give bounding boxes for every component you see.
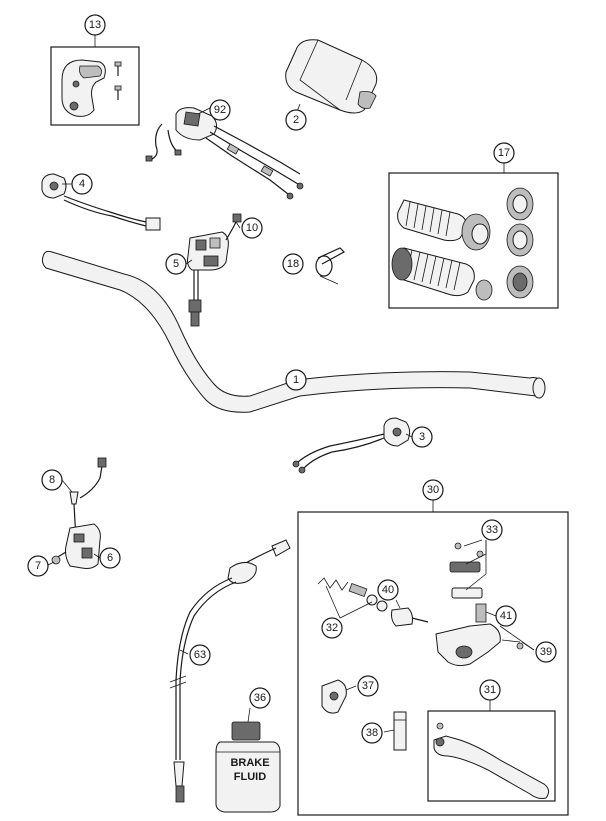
clutch-sensor-assembly <box>51 457 107 569</box>
callout-40: 40 <box>377 579 399 601</box>
callout-1: 1 <box>285 369 307 391</box>
callout-7: 7 <box>27 555 49 577</box>
callout-30: 30 <box>422 479 444 501</box>
svg-text:7: 7 <box>35 560 41 572</box>
svg-text:32: 32 <box>326 622 338 634</box>
brake-fluid-bottle: BRAKE FLUID <box>215 721 281 813</box>
callout-3: 3 <box>411 426 433 448</box>
kill-switch-left <box>41 173 161 231</box>
svg-text:5: 5 <box>173 258 179 270</box>
callout-31: 31 <box>479 679 501 701</box>
group-box-30 <box>297 511 569 816</box>
handlebar <box>41 250 546 413</box>
callout-32: 32 <box>321 617 343 639</box>
switch-block <box>187 213 242 327</box>
throttle-housing <box>145 107 304 200</box>
bottle-label-line1: BRAKE <box>230 757 269 769</box>
svg-text:31: 31 <box>484 684 496 696</box>
callout-8: 8 <box>41 469 63 491</box>
callout-2: 2 <box>285 109 307 131</box>
callout-18: 18 <box>282 253 304 275</box>
svg-text:18: 18 <box>287 258 299 270</box>
handlebar-pad <box>285 39 378 114</box>
callout-33: 33 <box>481 519 503 541</box>
cable-tie <box>315 247 345 285</box>
svg-text:38: 38 <box>366 727 378 739</box>
grip-set <box>391 187 534 301</box>
callout-41: 41 <box>495 605 517 627</box>
handlebar-clamp <box>61 59 122 117</box>
kill-switch-right <box>292 417 411 474</box>
svg-text:4: 4 <box>79 178 85 190</box>
svg-text:2: 2 <box>293 114 299 126</box>
brake-hose <box>169 539 291 803</box>
svg-text:30: 30 <box>427 484 439 496</box>
svg-text:10: 10 <box>246 222 258 234</box>
callout-5: 5 <box>165 253 187 275</box>
callout-37: 37 <box>357 675 379 697</box>
callout-17: 17 <box>493 142 515 164</box>
bottle-label-line2: FLUID <box>234 771 266 783</box>
svg-text:63: 63 <box>194 649 206 661</box>
svg-text:41: 41 <box>500 610 512 622</box>
group-box-31 <box>427 710 556 802</box>
svg-text:13: 13 <box>89 19 101 31</box>
svg-text:36: 36 <box>254 692 266 704</box>
master-cylinder-assembly <box>317 542 550 799</box>
svg-text:40: 40 <box>382 584 394 596</box>
callout-13: 13 <box>84 14 106 36</box>
svg-text:39: 39 <box>540 646 552 658</box>
callout-4: 4 <box>71 173 93 195</box>
callout-10: 10 <box>241 217 263 239</box>
svg-text:33: 33 <box>486 524 498 536</box>
callout-36: 36 <box>249 687 271 709</box>
callout-39: 39 <box>535 641 557 663</box>
svg-text:6: 6 <box>107 552 113 564</box>
callout-6: 6 <box>99 547 121 569</box>
callout-38: 38 <box>361 722 383 744</box>
svg-text:17: 17 <box>498 147 510 159</box>
svg-text:8: 8 <box>49 474 55 486</box>
svg-text:92: 92 <box>214 104 226 116</box>
group-box-17 <box>388 172 559 309</box>
svg-text:1: 1 <box>293 374 299 386</box>
svg-text:3: 3 <box>419 431 425 443</box>
callout-92: 92 <box>209 99 231 121</box>
svg-text:37: 37 <box>362 680 374 692</box>
callout-63: 63 <box>189 644 211 666</box>
